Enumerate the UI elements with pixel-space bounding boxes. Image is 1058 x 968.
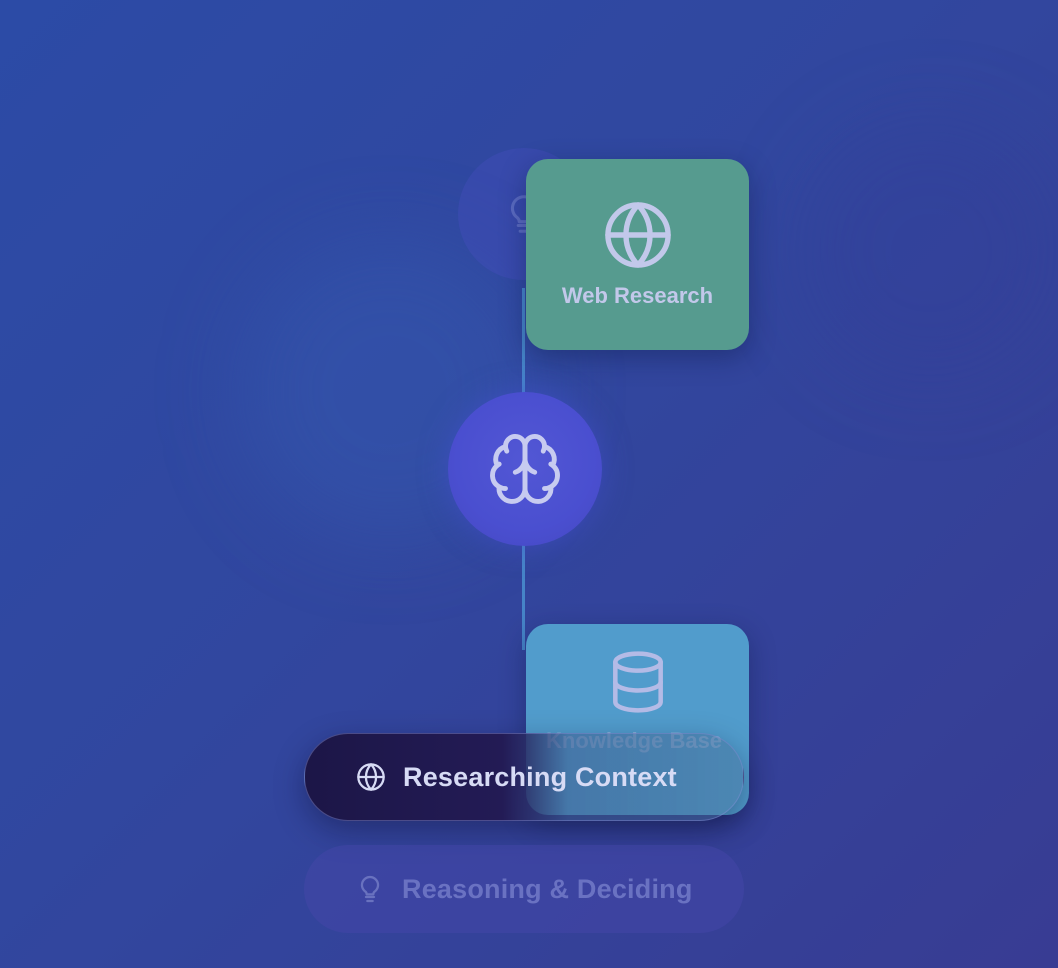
brain-node[interactable] bbox=[448, 392, 602, 546]
step-label: Researching Context bbox=[403, 761, 677, 792]
connector-line-bottom bbox=[522, 520, 525, 650]
globe-icon bbox=[604, 202, 671, 268]
step-researching-context[interactable]: Researching Context bbox=[304, 733, 744, 821]
web-research-label: Web Research bbox=[561, 283, 714, 308]
lightbulb-icon bbox=[360, 875, 380, 903]
web-research-card[interactable]: Web Research bbox=[526, 159, 749, 350]
globe-icon bbox=[357, 763, 385, 791]
step-reasoning-deciding[interactable]: Reasoning & Deciding bbox=[304, 845, 744, 933]
step-label: Reasoning & Deciding bbox=[402, 873, 693, 904]
connector-line-top bbox=[522, 288, 525, 412]
database-icon bbox=[612, 651, 663, 713]
brain-icon bbox=[490, 434, 560, 504]
background-glow bbox=[800, 120, 1058, 380]
